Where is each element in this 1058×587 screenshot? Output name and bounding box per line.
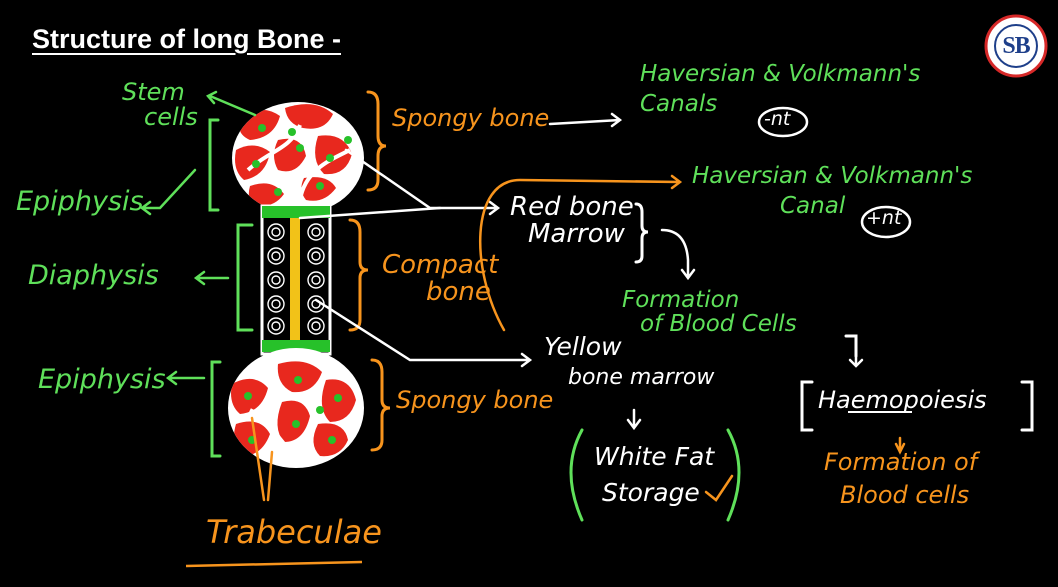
- arrows: [139, 90, 906, 502]
- stem-cell: [296, 144, 304, 152]
- brace-red-marrow: [634, 202, 649, 264]
- stem-cell: [294, 376, 302, 384]
- label-canals: Canals: [640, 91, 718, 118]
- bracket-diaphysis: [236, 223, 254, 332]
- logo-seal: [984, 14, 1048, 78]
- compact-bone-band: [290, 218, 300, 340]
- arrow-epiphysis-bottom: [165, 370, 206, 386]
- lower-epiphysis: [228, 348, 364, 468]
- arrow-spongy-to-haversian: [548, 112, 623, 128]
- arrow-formation-to-haemopoiesis: [848, 354, 864, 368]
- stem-cell: [334, 394, 342, 402]
- paren-white-fat-left: [569, 428, 584, 522]
- paren-white-fat-right: [726, 428, 741, 522]
- arrow-to-yellow-marrow: [314, 298, 533, 368]
- stem-cell: [316, 182, 324, 190]
- arrow-diaphysis: [193, 270, 230, 286]
- diaphysis-shaft: [260, 204, 332, 356]
- label-compact-bone: Compact bone: [382, 250, 499, 308]
- badge-circle-plus: [860, 205, 912, 239]
- bracket-epiphysis-top: [208, 118, 220, 212]
- arrow-compact-to-haversian: [478, 174, 683, 332]
- label-formation-of-blood-cells-orange: Formation of Blood cells: [824, 448, 978, 510]
- bracket-haemopoiesis-right: [1020, 380, 1034, 432]
- arrow-to-red-marrow-1: [344, 148, 501, 216]
- stem-cell: [258, 124, 266, 132]
- label-haversian-top: Haversian & Volkmann's Canals: [640, 61, 921, 118]
- marrow-patch: [248, 183, 284, 207]
- marrow-patch: [285, 104, 333, 129]
- stem-cell: [326, 154, 334, 162]
- badge-circle-minus: [757, 106, 809, 138]
- arrow-epiphysis-top: [139, 168, 197, 216]
- label-formation-blood-cells: Formation of Blood Cells: [622, 287, 797, 338]
- pointer-trabeculae: [250, 416, 274, 502]
- label-stem-cells: Stem cells: [122, 78, 198, 132]
- page-title: Structure of long Bone -: [32, 24, 341, 54]
- brand-logo: SB: [984, 14, 1048, 78]
- arrow-red-to-formation: [660, 228, 696, 281]
- underline-trabeculae: [185, 560, 363, 568]
- badge-minus-nt: -nt: [764, 108, 791, 130]
- stem-cell: [244, 392, 252, 400]
- upper-epiphysis: [232, 102, 364, 214]
- label-white-fat-storage: White Fat Storage: [594, 442, 715, 508]
- trabecula-strut: [249, 408, 302, 462]
- label-trabeculae: Trabeculae: [206, 513, 382, 551]
- arrow-stem-cells: [206, 90, 257, 117]
- logo-initials: SB: [1002, 32, 1030, 59]
- label-spongy-top: Spongy bone: [392, 104, 550, 132]
- bracket-formation: [844, 334, 858, 358]
- stem-cell: [288, 128, 296, 136]
- stem-cell: [274, 188, 282, 196]
- bracket-epiphysis-bottom: [210, 360, 222, 458]
- badge-plus-nt: +nt: [866, 207, 902, 229]
- osteon-column: [267, 223, 325, 335]
- stem-cell: [292, 420, 300, 428]
- label-haemopoiesis: Haemopoiesis: [818, 386, 987, 414]
- brackets: [208, 90, 1034, 522]
- bracket-haemopoiesis-left: [800, 380, 814, 432]
- trabecula-strut: [298, 148, 351, 201]
- label-diaphysis: Diaphysis: [28, 260, 159, 291]
- label-spongy-bottom: Spongy bone: [396, 386, 554, 414]
- label-canal: Canal: [780, 193, 846, 220]
- brace-spongy-top: [366, 90, 387, 192]
- brace-compact: [348, 218, 369, 332]
- label-red-bone-marrow: Red bone Marrow: [510, 192, 634, 250]
- label-yellow-bone-marrow: Yellow bone marrow: [544, 332, 715, 391]
- label-haversian-mid: Haversian & Volkmann's Canal: [692, 163, 973, 220]
- stem-cell: [252, 160, 260, 168]
- arrow-haemo-to-formation: [894, 436, 906, 455]
- label-epiphysis-bottom: Epiphysis: [38, 364, 166, 395]
- brace-spongy-bottom: [370, 358, 391, 452]
- check-mark: [704, 474, 734, 502]
- arrow-to-red-marrow-2: [298, 206, 442, 220]
- stem-cell: [316, 406, 324, 414]
- stem-cell: [328, 436, 336, 444]
- arrow-yellow-to-fat: [626, 408, 642, 431]
- label-epiphysis-top: Epiphysis: [16, 186, 144, 217]
- stem-cell: [344, 136, 352, 144]
